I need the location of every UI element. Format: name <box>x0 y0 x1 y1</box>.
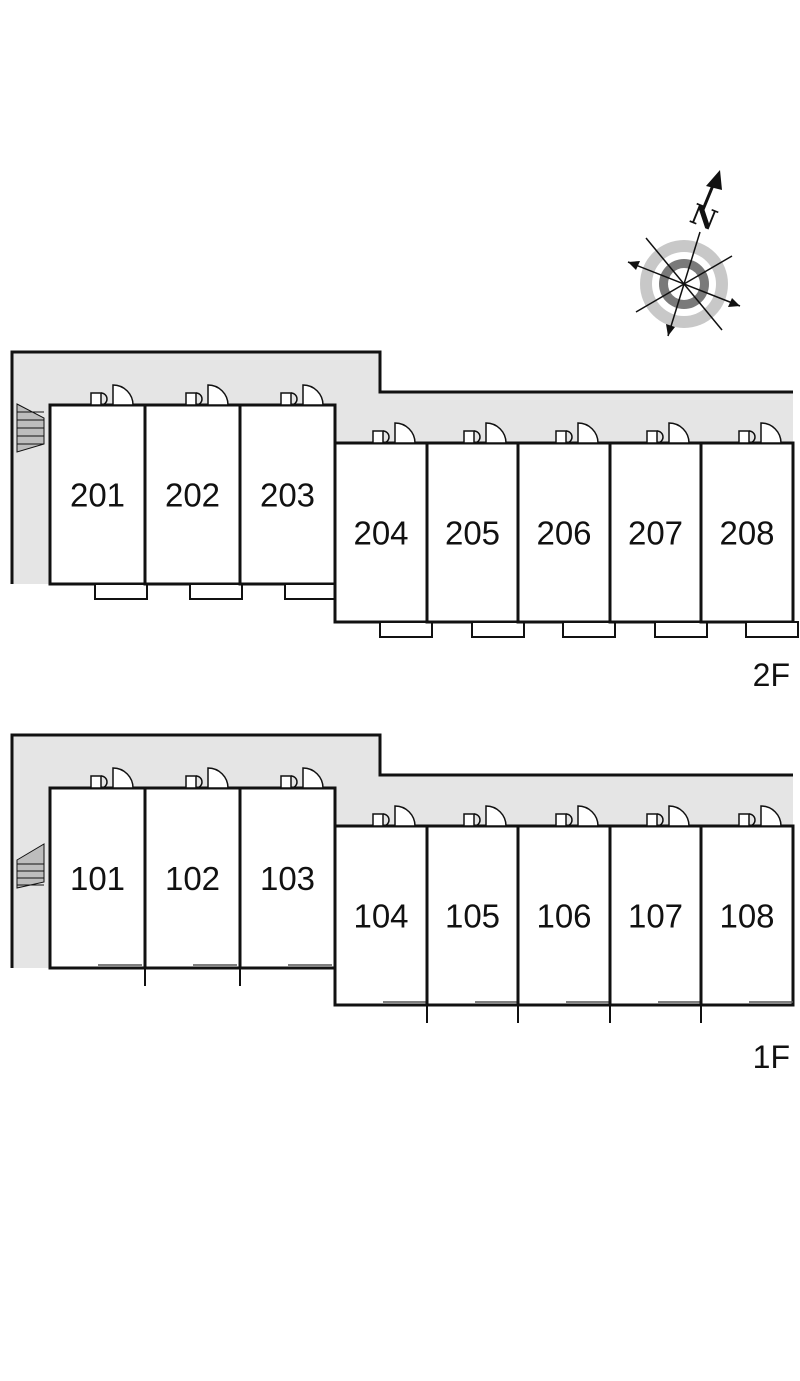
balcony <box>94 583 148 600</box>
unit-204: 204 <box>333 422 433 638</box>
unit-102: 102 <box>143 767 242 986</box>
building-outline <box>10 733 793 968</box>
unit-105: 105 <box>425 805 520 1023</box>
door-icon <box>280 384 324 406</box>
building-outline <box>10 350 793 584</box>
door-icon <box>555 805 599 827</box>
door-icon <box>738 805 782 827</box>
unit-number: 107 <box>628 898 683 935</box>
unit-room <box>238 786 337 970</box>
compass: N <box>627 170 741 337</box>
door-icon <box>646 422 690 444</box>
unit-208: 208 <box>699 422 799 638</box>
unit-number: 105 <box>445 898 500 935</box>
door-icon <box>372 422 416 444</box>
unit-number: 208 <box>719 515 774 552</box>
compass-icon <box>627 231 741 337</box>
door-icon <box>372 805 416 827</box>
balcony <box>471 621 525 638</box>
unit-number: 101 <box>70 860 125 897</box>
balcony <box>654 621 708 638</box>
unit-number: 205 <box>445 515 500 552</box>
balcony <box>745 621 799 638</box>
door-icon <box>555 422 599 444</box>
unit-number: 207 <box>628 515 683 552</box>
unit-number: 104 <box>353 898 408 935</box>
unit-room <box>699 824 795 1007</box>
floor-label: 2F <box>753 657 790 693</box>
north-label: N <box>686 197 722 237</box>
unit-201: 201 <box>48 384 148 600</box>
door-icon <box>185 767 229 789</box>
unit-number: 106 <box>536 898 591 935</box>
unit-number: 201 <box>70 477 125 514</box>
unit-number: 202 <box>165 477 220 514</box>
north-arrow <box>700 170 722 213</box>
floor-label: 1F <box>753 1039 790 1075</box>
door-icon <box>646 805 690 827</box>
unit-room <box>425 824 520 1007</box>
unit-room <box>143 786 242 970</box>
unit-203: 203 <box>238 384 338 600</box>
unit-number: 103 <box>260 860 315 897</box>
unit-104: 104 <box>333 805 429 1023</box>
floor-2f: 201 202 203 204 205 206 207 208 2F <box>10 350 799 693</box>
unit-number: 102 <box>165 860 220 897</box>
unit-room <box>143 403 242 586</box>
unit-202: 202 <box>143 384 243 600</box>
door-icon <box>738 422 782 444</box>
unit-106: 106 <box>516 805 612 1023</box>
door-icon <box>280 767 324 789</box>
unit-number: 108 <box>719 898 774 935</box>
unit-107: 107 <box>608 805 703 1023</box>
unit-206: 206 <box>516 422 616 638</box>
balcony <box>284 583 338 600</box>
unit-207: 207 <box>608 422 708 638</box>
unit-room <box>608 441 703 624</box>
door-icon <box>90 384 134 406</box>
door-icon <box>185 384 229 406</box>
unit-number: 204 <box>353 515 408 552</box>
balcony <box>379 621 433 638</box>
balcony <box>189 583 243 600</box>
door-icon <box>90 767 134 789</box>
door-icon <box>463 422 507 444</box>
floor-1f: 101 102 103 104 105 106 107 108 1F <box>10 733 795 1075</box>
staircase <box>16 843 45 889</box>
unit-number: 203 <box>260 477 315 514</box>
unit-101: 101 <box>48 767 147 986</box>
unit-108: 108 <box>699 805 795 1007</box>
unit-room <box>238 403 337 586</box>
staircase <box>16 403 45 453</box>
unit-205: 205 <box>425 422 525 638</box>
unit-number: 206 <box>536 515 591 552</box>
door-icon <box>463 805 507 827</box>
balcony <box>562 621 616 638</box>
unit-103: 103 <box>238 767 337 970</box>
